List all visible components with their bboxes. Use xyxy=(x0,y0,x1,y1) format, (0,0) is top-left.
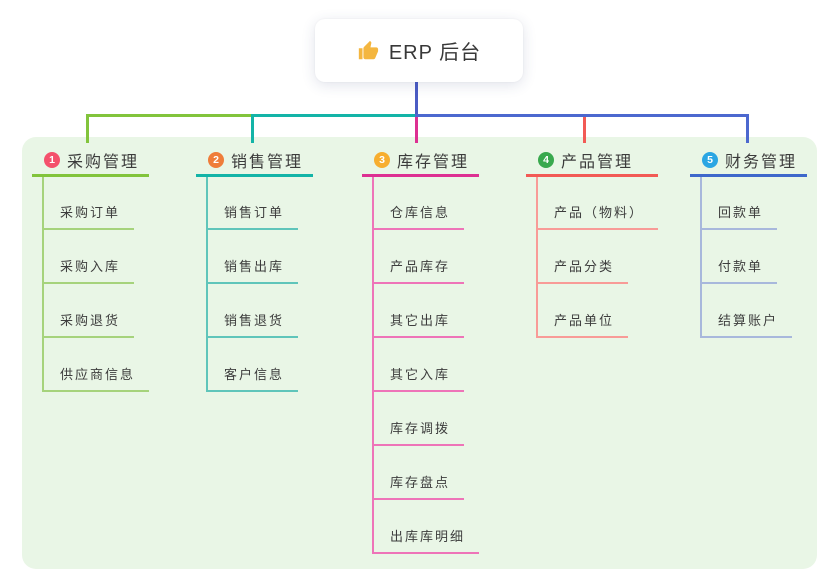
child-node[interactable]: 付款单 xyxy=(702,256,778,284)
child-node[interactable]: 结算账户 xyxy=(702,310,793,338)
connector-drop-branch2 xyxy=(251,114,254,143)
branch-children: 采购订单 采购入库 采购退货 供应商信息 xyxy=(42,177,150,392)
priority-1-badge[interactable]: 1 xyxy=(44,152,60,168)
branch-children: 回款单 付款单 结算账户 xyxy=(700,177,793,338)
list-item: 采购退货 xyxy=(44,284,149,338)
list-item: 结算账户 xyxy=(702,284,793,338)
branch-title-finance[interactable]: 5 财务管理 xyxy=(690,150,808,177)
connector-drop-branch3 xyxy=(415,117,418,143)
list-item: 客户信息 xyxy=(208,338,299,392)
thumbs-up-icon xyxy=(358,40,378,59)
child-node[interactable]: 库存盘点 xyxy=(374,472,465,500)
connector-bus-green xyxy=(86,114,254,117)
branch-label: 库存管理 xyxy=(397,154,470,171)
child-node[interactable]: 其它入库 xyxy=(374,364,465,392)
branch-title-procurement[interactable]: 1 采购管理 xyxy=(32,150,150,177)
branch-sales: 2 销售管理 销售订单 销售出库 销售退货 客户信息 xyxy=(196,150,314,392)
child-node[interactable]: 供应商信息 xyxy=(44,364,150,392)
branch-label: 采购管理 xyxy=(67,154,140,171)
list-item: 采购订单 xyxy=(44,177,149,230)
root-node[interactable]: ERP 后台 xyxy=(315,19,523,82)
list-item: 销售退货 xyxy=(208,284,299,338)
priority-5-badge[interactable]: 5 xyxy=(702,152,718,168)
child-node[interactable]: 产品分类 xyxy=(538,256,629,284)
priority-3-badge[interactable]: 3 xyxy=(374,152,390,168)
child-node[interactable]: 出库库明细 xyxy=(374,526,480,554)
branch-procurement: 1 采购管理 采购订单 采购入库 采购退货 供应商信息 xyxy=(32,150,150,392)
list-item: 其它出库 xyxy=(374,284,479,338)
list-item: 产品库存 xyxy=(374,230,479,284)
list-item: 采购入库 xyxy=(44,230,149,284)
branch-finance: 5 财务管理 回款单 付款单 结算账户 xyxy=(690,150,808,338)
branches-panel xyxy=(22,137,817,569)
priority-2-badge[interactable]: 2 xyxy=(208,152,224,168)
child-node[interactable]: 客户信息 xyxy=(208,364,299,392)
child-node[interactable]: 产品（物料） xyxy=(538,202,659,230)
child-node[interactable]: 销售出库 xyxy=(208,256,299,284)
list-item: 其它入库 xyxy=(374,338,479,392)
connector-root-vertical xyxy=(415,82,418,115)
list-item: 产品单位 xyxy=(538,284,658,338)
branch-product: 4 产品管理 产品（物料） 产品分类 产品单位 xyxy=(526,150,659,338)
child-node[interactable]: 仓库信息 xyxy=(374,202,465,230)
root-label: ERP 后台 xyxy=(388,42,482,64)
child-node[interactable]: 采购订单 xyxy=(44,202,135,230)
branch-title-inventory[interactable]: 3 库存管理 xyxy=(362,150,480,177)
child-node[interactable]: 库存调拨 xyxy=(374,418,465,446)
child-node[interactable]: 产品单位 xyxy=(538,310,629,338)
list-item: 仓库信息 xyxy=(374,177,479,230)
branch-title-product[interactable]: 4 产品管理 xyxy=(526,150,659,177)
child-node[interactable]: 产品库存 xyxy=(374,256,465,284)
list-item: 付款单 xyxy=(702,230,792,284)
list-item: 产品分类 xyxy=(538,230,658,284)
branch-label: 财务管理 xyxy=(725,154,798,171)
connector-drop-branch4 xyxy=(583,117,586,143)
list-item: 产品（物料） xyxy=(538,177,659,230)
child-node[interactable]: 采购入库 xyxy=(44,256,135,284)
connector-bus-teal xyxy=(251,114,418,117)
branch-inventory: 3 库存管理 仓库信息 产品库存 其它出库 其它入库 库存调拨 库存盘点 出库库… xyxy=(362,150,480,554)
list-item: 销售订单 xyxy=(208,177,299,230)
child-node[interactable]: 销售订单 xyxy=(208,202,299,230)
list-item: 销售出库 xyxy=(208,230,299,284)
branch-label: 销售管理 xyxy=(231,154,304,171)
child-node[interactable]: 其它出库 xyxy=(374,310,465,338)
list-item: 库存盘点 xyxy=(374,446,479,500)
child-node[interactable]: 采购退货 xyxy=(44,310,135,338)
list-item: 回款单 xyxy=(702,177,792,230)
connector-drop-branch1 xyxy=(86,114,89,143)
connector-bus-blue xyxy=(415,114,749,117)
branch-children: 销售订单 销售出库 销售退货 客户信息 xyxy=(206,177,299,392)
child-node[interactable]: 回款单 xyxy=(702,202,778,230)
branch-children: 产品（物料） 产品分类 产品单位 xyxy=(536,177,659,338)
branch-label: 产品管理 xyxy=(561,154,634,171)
list-item: 库存调拨 xyxy=(374,392,479,446)
connector-drop-branch5 xyxy=(746,114,749,143)
branch-title-sales[interactable]: 2 销售管理 xyxy=(196,150,314,177)
branch-children: 仓库信息 产品库存 其它出库 其它入库 库存调拨 库存盘点 出库库明细 xyxy=(372,177,480,554)
list-item: 出库库明细 xyxy=(374,500,480,554)
priority-4-badge[interactable]: 4 xyxy=(538,152,554,168)
list-item: 供应商信息 xyxy=(44,338,150,392)
child-node[interactable]: 销售退货 xyxy=(208,310,299,338)
